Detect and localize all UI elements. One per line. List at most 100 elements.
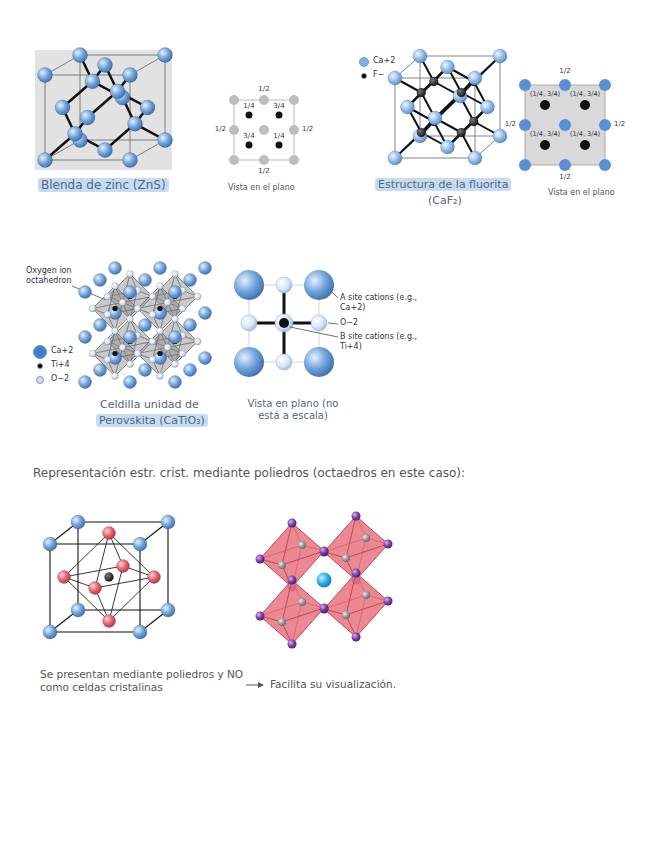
atom <box>164 344 171 351</box>
atom <box>38 68 53 83</box>
atom <box>154 262 167 275</box>
legend-text: F− <box>373 70 384 80</box>
atom <box>157 351 162 356</box>
atom <box>199 307 212 320</box>
atom <box>94 274 107 287</box>
atom <box>149 356 156 363</box>
cell-edge <box>50 543 140 544</box>
atom <box>133 625 147 639</box>
atom <box>453 89 467 103</box>
fraction: 1/2 <box>302 125 322 133</box>
atom <box>140 100 155 115</box>
atom <box>469 117 478 126</box>
cell-edge <box>139 544 140 632</box>
cell-edge <box>45 160 130 161</box>
atom <box>362 534 370 542</box>
atom <box>468 71 482 85</box>
octahedron-edge <box>64 577 109 621</box>
plane-view-perovskite <box>234 270 338 377</box>
fraction: 1/2 <box>254 167 274 175</box>
atom <box>288 640 297 649</box>
atom <box>112 351 117 356</box>
atom <box>320 547 329 556</box>
plane-view-zns <box>229 95 299 165</box>
atom <box>384 597 393 606</box>
atom <box>94 364 107 377</box>
atom <box>124 286 137 299</box>
cell-edge <box>395 78 396 158</box>
atom <box>79 376 92 389</box>
atom <box>58 571 71 584</box>
atom <box>298 541 306 549</box>
atom <box>123 68 138 83</box>
atom <box>149 293 156 300</box>
atom <box>256 612 265 621</box>
atom <box>169 331 182 344</box>
atom <box>320 548 329 557</box>
octahedron-edge <box>64 533 109 577</box>
atom <box>352 569 361 578</box>
atom <box>127 361 134 368</box>
atom <box>89 582 102 595</box>
cell-edge <box>165 55 166 140</box>
cell-edge <box>500 56 501 136</box>
atom <box>157 373 164 380</box>
atom <box>184 319 197 332</box>
part-label: B site cations (e.g., Ti+4) <box>340 332 420 351</box>
atom <box>112 306 117 311</box>
fraction: 1/2 <box>496 120 516 128</box>
cell-edge <box>50 631 140 632</box>
part-label: Oxygen ion octahedron <box>26 266 94 285</box>
fraction: 1/2 <box>614 120 634 128</box>
atom <box>117 560 130 573</box>
atom <box>104 356 111 363</box>
legend-text: Ca+2 <box>373 56 395 66</box>
atom <box>384 540 393 549</box>
octahedron-edge <box>109 577 154 621</box>
atom <box>362 591 370 599</box>
atom <box>256 555 265 564</box>
caption: Blenda de zinc (ZnS) <box>38 178 169 192</box>
atom <box>119 344 126 351</box>
legend-swatch <box>33 345 47 359</box>
atom <box>352 633 361 642</box>
coordinate: (1/4, 3/4) <box>528 131 562 139</box>
atom <box>157 306 162 311</box>
plane-view-caf2 <box>519 79 611 171</box>
legend-text: O−2 <box>51 374 69 384</box>
atom <box>441 140 455 154</box>
atom <box>288 519 297 528</box>
atom <box>194 338 201 345</box>
atom <box>98 58 113 73</box>
cell-edge <box>78 521 168 522</box>
atom <box>73 48 88 63</box>
atom <box>123 153 138 168</box>
atom <box>79 331 92 344</box>
atom <box>124 376 137 389</box>
atom <box>172 316 179 323</box>
atom <box>94 319 107 332</box>
legend-swatch <box>36 376 44 384</box>
octahedron-face <box>346 601 388 637</box>
heading-note: Representación estr. crist. mediante pol… <box>33 466 643 480</box>
fraction: 3/4 <box>239 132 259 140</box>
caption: Estructura de la fluorita <box>375 178 511 191</box>
atom <box>119 299 126 306</box>
leader-line <box>72 286 106 300</box>
atom <box>98 143 113 158</box>
cell-edge <box>78 609 168 610</box>
atom <box>112 283 119 290</box>
atom <box>429 77 438 86</box>
fraction: 3/4 <box>269 102 289 110</box>
atom <box>401 100 415 114</box>
octahedron-edge <box>109 533 154 577</box>
fraction: 1/4 <box>239 102 259 110</box>
atom <box>179 305 186 312</box>
legend-text: Ca+2 <box>51 346 73 356</box>
atom <box>149 338 156 345</box>
fraction: 1/4 <box>269 132 289 140</box>
note: Facilita su visualización. <box>270 678 410 691</box>
caption: Celdilla unidad de <box>100 398 199 411</box>
atom <box>157 328 164 335</box>
caption: Perovskita (CaTiO₃) <box>96 414 208 427</box>
